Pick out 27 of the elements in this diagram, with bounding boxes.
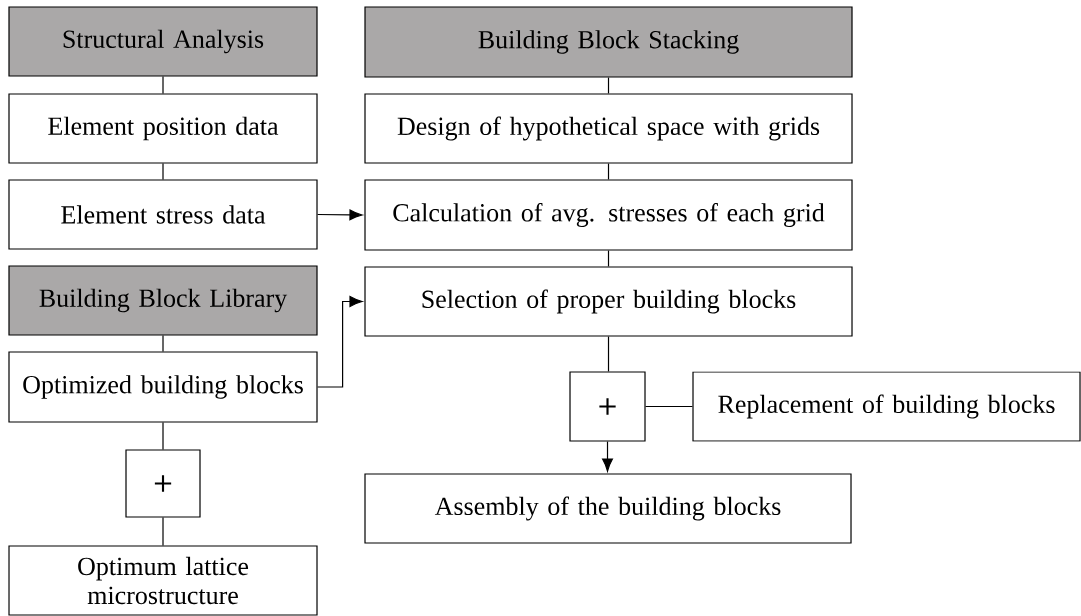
process-box: Optimum lattice microstructure [8,545,318,616]
process-box: Assembly of the building blocks [364,473,852,544]
header-box: Building Block Stacking [364,6,853,78]
junction-box: + [569,371,646,442]
process-box: Replacement of building blocks [692,371,1081,442]
connector-line [162,163,164,180]
header-box: Structural Analysis [8,6,318,77]
process-box: Element position data [8,93,318,164]
connector-line [162,517,164,546]
process-box: Calculation of avg. stresses of each grid [364,179,853,251]
connector-line [607,77,610,94]
process-box: Optimized building blocks [8,351,318,423]
connector-line [162,76,164,94]
process-box: Element stress data [8,179,318,250]
arrow [317,209,363,221]
header-box: Building Block Library [8,265,318,336]
arrow [602,441,614,472]
junction-box: + [125,449,201,518]
connector-line [607,163,610,180]
connector-line [607,336,610,372]
arrow [317,295,363,388]
process-box: Design of hypothetical space with grids [364,93,853,164]
connector-line [645,405,693,408]
connector-line [162,335,164,352]
connector-line [607,250,610,267]
connector-line [162,422,164,450]
process-box: Selection of proper building blocks [364,266,853,337]
